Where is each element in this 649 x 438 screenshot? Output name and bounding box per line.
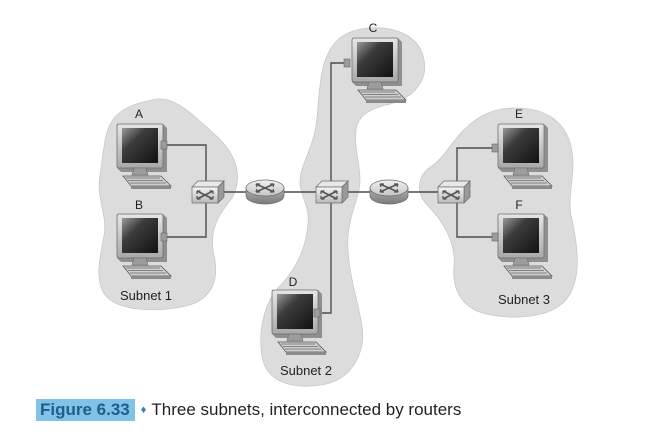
host-a-label: A [135, 107, 143, 121]
subnet-3-label: Subnet 3 [498, 292, 550, 307]
switch-subnet-1 [191, 180, 225, 204]
host-e-label: E [515, 107, 523, 121]
router-left [245, 179, 285, 205]
host-f-label: F [515, 198, 522, 212]
figure-number: Figure 6.33 [36, 399, 135, 421]
caption-text: Three subnets, interconnected by routers [151, 400, 462, 419]
host-d-computer [271, 289, 327, 356]
host-f-computer [491, 213, 553, 280]
host-a-computer [116, 123, 172, 190]
subnet-2-label: Subnet 2 [280, 363, 332, 378]
router-right [369, 179, 409, 205]
host-c-label: C [369, 21, 378, 35]
host-b-label: B [135, 198, 143, 212]
host-c-computer [343, 37, 407, 104]
subnet-1-label: Subnet 1 [120, 288, 172, 303]
switch-subnet-2 [315, 180, 349, 204]
figure-caption: Figure 6.33 ♦ Three subnets, interconnec… [36, 397, 461, 423]
host-d-label: D [289, 275, 298, 289]
caption-bullet-icon: ♦ [140, 404, 147, 416]
host-e-computer [491, 123, 553, 190]
host-b-computer [116, 213, 172, 280]
switch-subnet-3 [437, 180, 471, 204]
